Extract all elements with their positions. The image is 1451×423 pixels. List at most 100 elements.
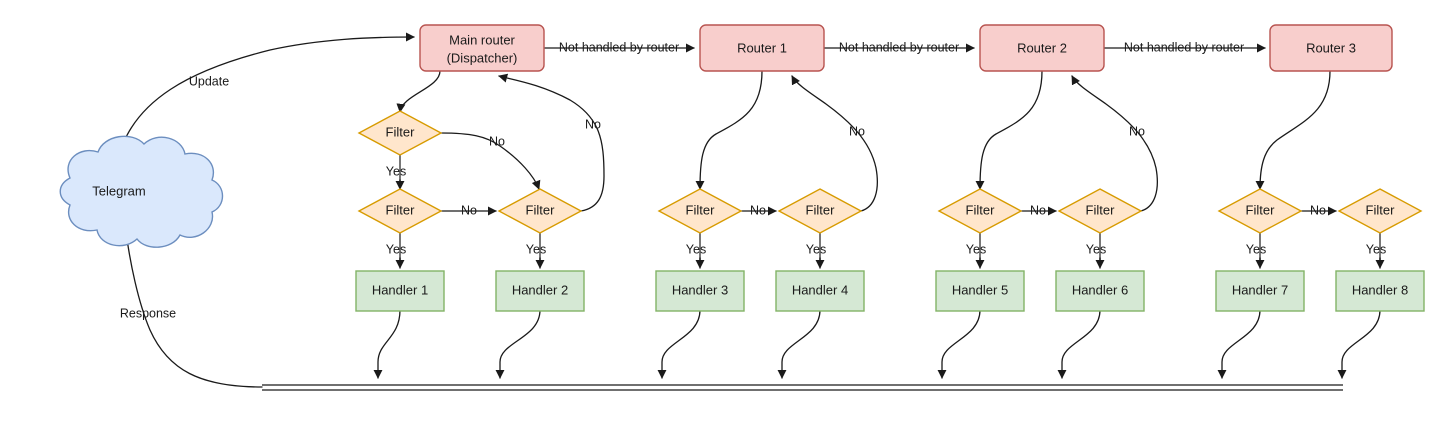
edge-label-not-handled-3: Not handled by router — [1124, 40, 1244, 54]
filter-top-1-shape[interactable] — [357, 110, 443, 156]
edge-filter6-no-router2 — [1071, 75, 1158, 212]
handler-2-label: Handler 2 — [512, 282, 568, 297]
handler-8-box[interactable] — [1335, 270, 1425, 312]
handler-2-node[interactable]: Handler 2 — [495, 270, 585, 312]
edge-label-no-filter5: No — [1030, 203, 1046, 217]
filter-8-node[interactable]: Filter — [1337, 188, 1423, 234]
filter-4-label: Filter — [806, 202, 836, 217]
edge-label-yes-filter7: Yes — [1246, 242, 1266, 256]
edge-filter4-no-router1 — [791, 75, 878, 212]
filter-6-shape[interactable] — [1057, 188, 1143, 234]
filter-6-label: Filter — [1086, 202, 1116, 217]
cloud-icon — [59, 135, 224, 248]
handler-5-node[interactable]: Handler 5 — [935, 270, 1025, 312]
edge-label-yes-filter2: Yes — [526, 242, 546, 256]
filter-1-label: Filter — [386, 202, 416, 217]
edge-label-no-filter1: No — [461, 203, 477, 217]
filter-1-shape[interactable] — [357, 188, 443, 234]
handler-4-node[interactable]: Handler 4 — [775, 270, 865, 312]
edge-label-no-filter4: No — [849, 124, 865, 138]
edge-response-to-telegram — [122, 231, 263, 388]
edge-label-no-filter6: No — [1129, 124, 1145, 138]
handler-1-label: Handler 1 — [372, 282, 428, 297]
filter-2-label: Filter — [526, 202, 556, 217]
edge-handler5-to-bus — [937, 309, 981, 379]
handler-1-box[interactable] — [355, 270, 445, 312]
edge-update — [118, 32, 415, 156]
filter-6-node[interactable]: Filter — [1057, 188, 1143, 234]
filter-5-label: Filter — [966, 202, 996, 217]
edge-router1-to-filter3 — [695, 70, 763, 190]
edge-filter2-no-mainrouter — [498, 73, 605, 212]
filter-4-node[interactable]: Filter — [777, 188, 863, 234]
edge-handler1-to-bus — [373, 309, 401, 379]
router-2-box[interactable] — [979, 24, 1105, 72]
main-router-label-line2: (Dispatcher) — [447, 50, 518, 65]
filter-8-label: Filter — [1366, 202, 1396, 217]
router-1-box[interactable] — [699, 24, 825, 72]
filter-1-node[interactable]: Filter — [357, 188, 443, 234]
handler-4-label: Handler 4 — [792, 282, 848, 297]
edge-handler7-to-bus — [1217, 309, 1261, 379]
edge-label-not-handled-2: Not handled by router — [839, 40, 959, 54]
edge-router3-to-filter7 — [1255, 70, 1331, 190]
edge-labels-layer: Update Response Not handled by router No… — [120, 40, 1386, 320]
edge-label-yes-filter5: Yes — [966, 242, 986, 256]
handler-3-node[interactable]: Handler 3 — [655, 270, 745, 312]
filter-7-shape[interactable] — [1217, 188, 1303, 234]
handler-6-node[interactable]: Handler 6 — [1055, 270, 1145, 312]
main-router-box[interactable] — [419, 24, 545, 72]
filter-top-1-node[interactable]: Filter — [357, 110, 443, 156]
handler-7-node[interactable]: Handler 7 — [1215, 270, 1305, 312]
edge-handler6-to-bus — [1057, 309, 1101, 379]
edge-label-no-filter3: No — [750, 203, 766, 217]
handler-6-box[interactable] — [1055, 270, 1145, 312]
filter-5-node[interactable]: Filter — [937, 188, 1023, 234]
filter-3-node[interactable]: Filter — [657, 188, 743, 234]
router-3-node[interactable]: Router 3 — [1269, 24, 1393, 72]
filter-top-1-label: Filter — [386, 124, 416, 139]
handler-8-label: Handler 8 — [1352, 282, 1408, 297]
router-3-label: Router 3 — [1306, 40, 1356, 55]
filter-7-node[interactable]: Filter — [1217, 188, 1303, 234]
router-1-node[interactable]: Router 1 — [699, 24, 825, 72]
filter-4-shape[interactable] — [777, 188, 863, 234]
edge-label-yes-filter6: Yes — [1086, 242, 1106, 256]
filter-8-shape[interactable] — [1337, 188, 1423, 234]
handler-8-node[interactable]: Handler 8 — [1335, 270, 1425, 312]
router-3-box[interactable] — [1269, 24, 1393, 72]
edge-handler3-to-bus — [657, 309, 701, 379]
handler-6-label: Handler 6 — [1072, 282, 1128, 297]
filter-5-shape[interactable] — [937, 188, 1023, 234]
edge-handler4-to-bus — [777, 309, 821, 379]
telegram-label: Telegram — [92, 183, 145, 198]
router-main[interactable]: Main router (Dispatcher) — [419, 24, 545, 72]
router-1-label: Router 1 — [737, 40, 787, 55]
edge-label-yes-filter4: Yes — [806, 242, 826, 256]
handler-3-box[interactable] — [655, 270, 745, 312]
edge-label-yes-filter3: Yes — [686, 242, 706, 256]
edge-label-yes-filter1: Yes — [386, 242, 406, 256]
telegram-node[interactable]: Telegram — [59, 135, 224, 248]
filter-2-shape[interactable] — [497, 188, 583, 234]
handler-1-node[interactable]: Handler 1 — [355, 270, 445, 312]
handler-5-box[interactable] — [935, 270, 1025, 312]
edge-label-update: Update — [189, 74, 229, 88]
edge-label-response: Response — [120, 306, 176, 320]
filter-3-shape[interactable] — [657, 188, 743, 234]
edge-mainrouter-to-filter-top — [396, 70, 441, 113]
main-router-label-line1: Main router — [449, 32, 515, 47]
filter-3-label: Filter — [686, 202, 716, 217]
handler-7-label: Handler 7 — [1232, 282, 1288, 297]
filter-2-node[interactable]: Filter — [497, 188, 583, 234]
router-2-node[interactable]: Router 2 — [979, 24, 1105, 72]
edge-router2-to-filter5 — [975, 70, 1043, 190]
router-2-label: Router 2 — [1017, 40, 1067, 55]
handler-4-box[interactable] — [775, 270, 865, 312]
handler-5-label: Handler 5 — [952, 282, 1008, 297]
handler-2-box[interactable] — [495, 270, 585, 312]
edge-handler8-to-bus — [1337, 309, 1381, 379]
handler-7-box[interactable] — [1215, 270, 1305, 312]
